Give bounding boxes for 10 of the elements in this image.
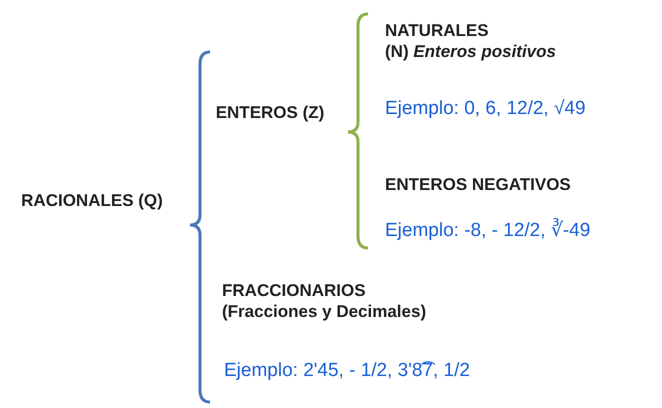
category-heading: ENTEROS (Z) [215, 102, 325, 123]
category-subheading: (N) Enteros positivos [385, 41, 557, 62]
example-text: Ejemplo: 2'45, - 1/2, 3'8͡7, 1/2 [224, 360, 470, 382]
example-text: Ejemplo: -8, - 12/2, ∛-49 [385, 218, 590, 242]
category-heading: NATURALES [385, 20, 490, 41]
category-heading: RACIONALES (Q) [20, 190, 164, 211]
category-subheading: (Fracciones y Decimales) [222, 301, 428, 322]
category-heading: FRACCIONARIOS [222, 280, 367, 301]
example-text: Ejemplo: 0, 6, 12/2, √49 [385, 98, 586, 120]
category-heading: ENTEROS NEGATIVOS [385, 174, 572, 195]
